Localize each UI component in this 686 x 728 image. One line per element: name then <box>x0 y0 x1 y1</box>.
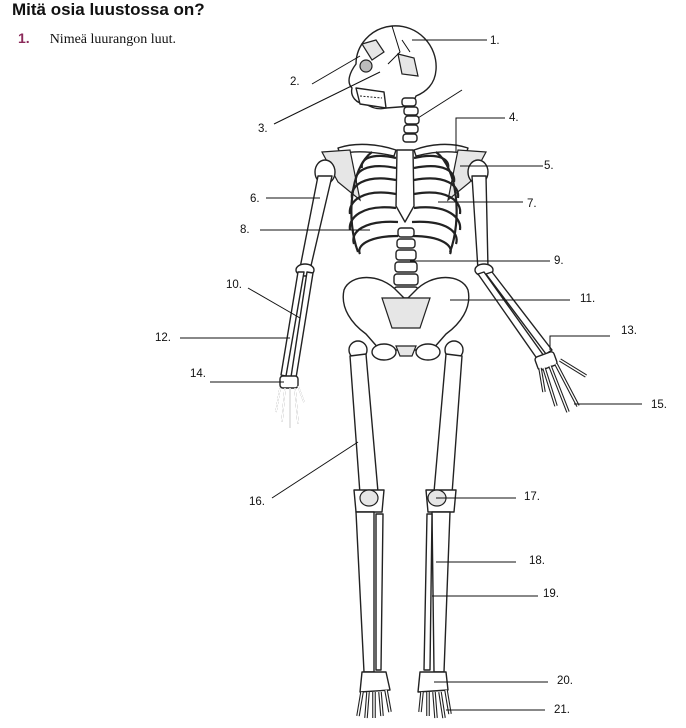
skull <box>348 25 437 110</box>
label-19: 19. <box>543 588 559 600</box>
label-15: 15. <box>651 399 667 411</box>
label-4: 4. <box>509 112 519 124</box>
label-8: 8. <box>240 224 250 236</box>
pelvis <box>342 276 470 361</box>
femur-right <box>349 353 379 495</box>
leg-right <box>348 340 392 719</box>
label-7: 7. <box>527 198 537 210</box>
sternum <box>395 149 415 223</box>
skeleton-figure <box>275 25 587 719</box>
radius-left <box>477 271 545 361</box>
label-20: 20. <box>557 675 573 687</box>
fibula-right <box>375 513 384 671</box>
arm-left <box>467 159 587 413</box>
rib-cage <box>348 149 462 255</box>
label-14: 14. <box>190 368 206 380</box>
label-10: 10. <box>226 279 242 291</box>
label-18: 18. <box>529 555 545 567</box>
label-6: 6. <box>250 193 260 205</box>
task-instruction: 1. Nimeä luurangon luut. <box>18 30 176 48</box>
fibula-left <box>423 513 433 671</box>
label-21: 21. <box>554 704 570 716</box>
number-labels: 1. 2. 3. 4. 5. 6. 7. 8. 9. 10. 11. 12. 1… <box>155 35 667 716</box>
leader-lines <box>180 39 642 711</box>
label-3: 3. <box>258 123 268 135</box>
label-9: 9. <box>554 255 564 267</box>
page-heading: Mitä osia luustossa on? <box>12 0 205 19</box>
ulna-left <box>485 271 553 355</box>
label-16: 16. <box>249 496 265 508</box>
label-17: 17. <box>524 491 540 503</box>
label-13: 13. <box>621 325 637 337</box>
cervical-spine <box>401 97 420 143</box>
humerus-left <box>471 175 489 271</box>
label-2: 2. <box>290 76 300 88</box>
leg-left <box>417 340 464 719</box>
tibia-left <box>431 511 451 673</box>
label-1: 1. <box>490 35 500 47</box>
humerus-right <box>299 175 333 271</box>
label-11: 11. <box>580 293 595 305</box>
label-12: 12. <box>155 332 171 344</box>
task-number: 1. <box>18 30 30 46</box>
arm-right <box>275 159 336 428</box>
lumbar-spine <box>393 227 419 299</box>
label-5: 5. <box>544 160 554 172</box>
tibia-right <box>355 511 375 673</box>
task-text: Nimeä luurangon luut. <box>49 32 177 47</box>
femur-left <box>433 353 463 495</box>
